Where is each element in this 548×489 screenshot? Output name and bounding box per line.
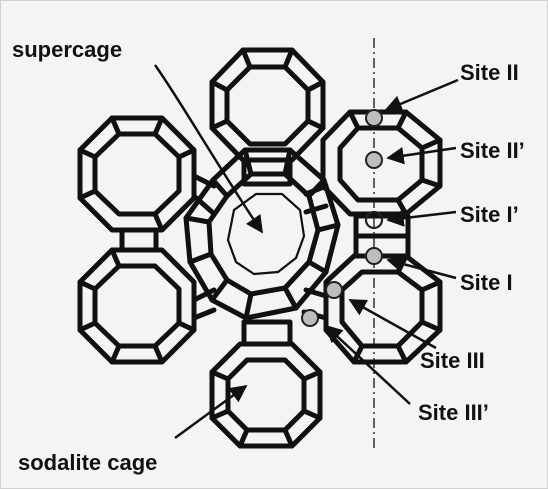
sodalite-cage-top [209, 47, 326, 163]
site-II-arrow [384, 78, 459, 113]
label-supercage: supercage [12, 37, 122, 62]
hexagonal-prism-bottom [241, 319, 293, 347]
label-site-II-prime: Site II’ [460, 138, 525, 163]
cation-site-II-prime [365, 151, 383, 169]
site-II-prime-arrow [386, 146, 457, 165]
label-site-I-prime: Site I’ [460, 202, 519, 227]
sodalite-cage-bottom [209, 341, 323, 449]
annotation-arrows [153, 64, 459, 440]
hexagonal-prism-left [119, 227, 159, 253]
label-site-I: Site I [460, 270, 513, 295]
hexagonal-prism-top [241, 157, 293, 187]
cation-site-I [365, 247, 383, 265]
site-III-arrow [348, 298, 437, 350]
label-site-II: Site II [460, 60, 519, 85]
cation-site-III [325, 281, 343, 299]
cation-site-III-prime [301, 309, 319, 327]
site-I-prime-arrow [386, 209, 457, 227]
site-I-arrow [386, 255, 457, 280]
diagram-labels: supercage Site II Site II’ Site I’ Site … [12, 37, 525, 475]
sodalite-cage-arrow [174, 384, 248, 440]
site-III-prime-arrow [324, 324, 411, 405]
cation-site-II [365, 109, 383, 127]
label-sodalite-cage: sodalite cage [18, 450, 157, 475]
label-site-III-prime: Site III’ [418, 400, 489, 425]
cation-sites [301, 109, 384, 327]
cation-site-I-prime [364, 210, 384, 230]
supercage-arrow [153, 64, 264, 234]
label-site-III: Site III [420, 348, 485, 373]
zeolite-framework [77, 38, 443, 452]
supercage-ring [183, 147, 341, 321]
